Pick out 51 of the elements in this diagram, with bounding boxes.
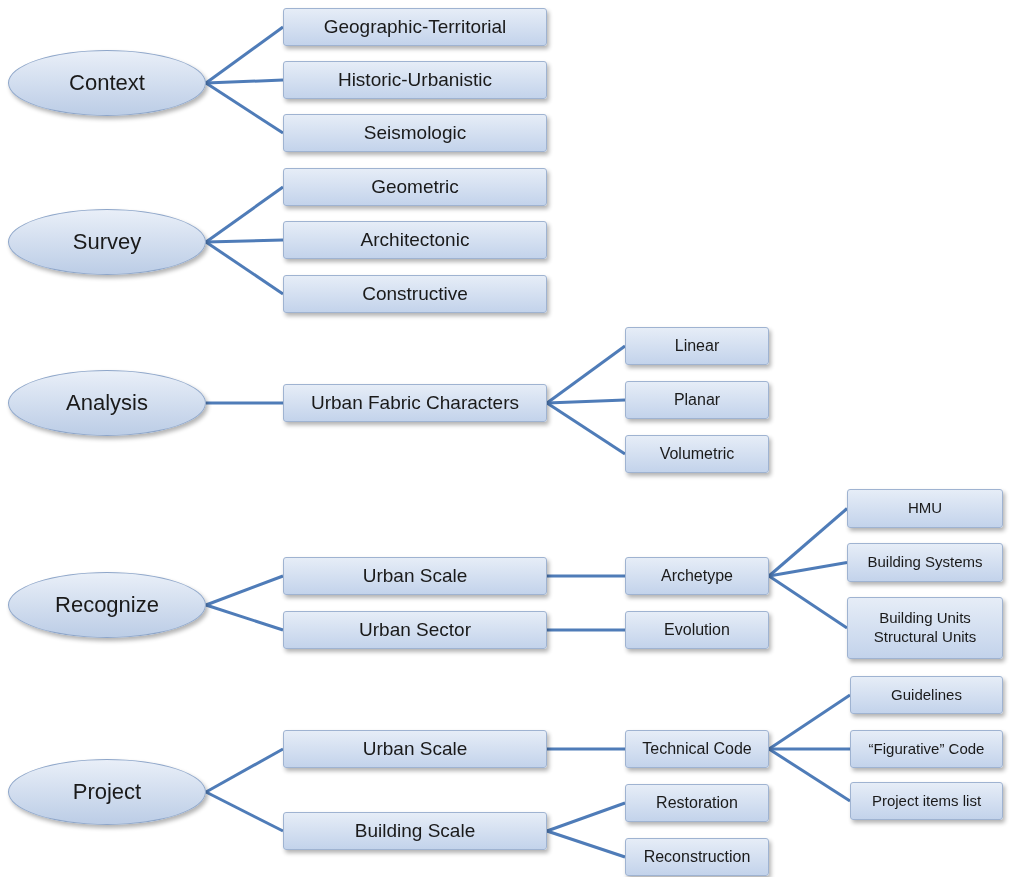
topic-box: Geographic-Territorial — [283, 8, 547, 46]
topic-box: Constructive — [283, 275, 547, 313]
topic-box: Architectonic — [283, 221, 547, 259]
connector-line — [205, 81, 284, 135]
connector-line — [547, 574, 625, 578]
connector-line — [546, 801, 626, 833]
topic-box: Guidelines — [850, 676, 1003, 714]
connector-line — [546, 829, 626, 859]
topic-box: Building Scale — [283, 812, 547, 850]
topic-box: Urban Scale — [283, 557, 547, 595]
connector-line — [768, 574, 848, 630]
topic-box: Reconstruction — [625, 838, 769, 876]
stage-ellipse: Survey — [8, 209, 206, 275]
topic-box: Linear — [625, 327, 769, 365]
topic-box: Archetype — [625, 557, 769, 595]
connector-line — [205, 574, 284, 607]
topic-box: Geometric — [283, 168, 547, 206]
topic-box: Urban Scale — [283, 730, 547, 768]
connector-line — [768, 747, 851, 803]
connector-line — [205, 747, 284, 794]
topic-box: Urban Sector — [283, 611, 547, 649]
stage-ellipse: Recognize — [8, 572, 206, 638]
connector-line — [205, 238, 284, 244]
connector-line — [205, 240, 284, 296]
connector-line — [206, 401, 283, 405]
connector-line — [205, 790, 284, 833]
connector-line — [547, 628, 625, 632]
connector-line — [205, 603, 284, 632]
connector-line — [205, 78, 284, 85]
topic-box: Volumetric — [625, 435, 769, 473]
topic-box: Project items list — [850, 782, 1003, 820]
stage-ellipse: Project — [8, 759, 206, 825]
topic-box: Building Systems — [847, 543, 1003, 582]
topic-box: Seismologic — [283, 114, 547, 152]
connector-line — [546, 401, 626, 456]
topic-box: Urban Fabric Characters — [283, 384, 547, 422]
connector-line — [546, 398, 626, 405]
stage-ellipse: Context — [8, 50, 206, 116]
topic-box: Technical Code — [625, 730, 769, 768]
topic-box: Historic-Urbanistic — [283, 61, 547, 99]
topic-box: Restoration — [625, 784, 769, 822]
connector-line — [768, 693, 851, 751]
topic-box: Evolution — [625, 611, 769, 649]
topic-box: Planar — [625, 381, 769, 419]
topic-box: Building Units Structural Units — [847, 597, 1003, 659]
connector-line — [768, 561, 848, 578]
connector-line — [769, 747, 850, 751]
topic-box: HMU — [847, 489, 1003, 528]
stage-ellipse: Analysis — [8, 370, 206, 436]
topic-box: “Figurative” Code — [850, 730, 1003, 768]
connector-line — [547, 747, 625, 751]
